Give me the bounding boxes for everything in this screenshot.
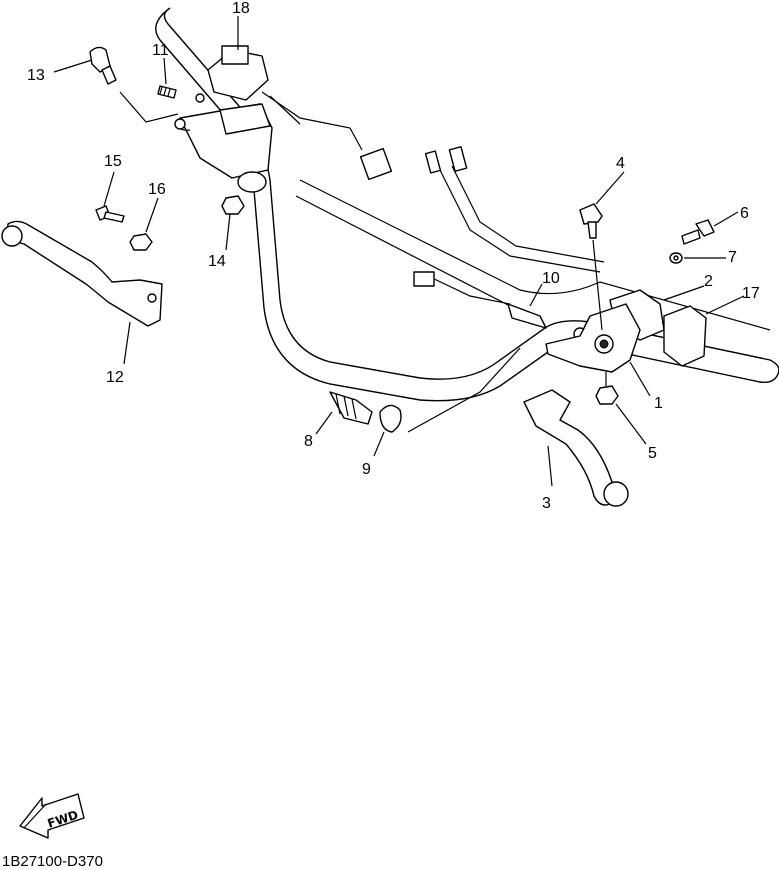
part-4-bolt	[579, 203, 603, 331]
callout-10: 10	[542, 270, 560, 287]
callout-3: 3	[542, 495, 551, 512]
part-13-bolt	[89, 46, 179, 123]
callout-2: 2	[704, 273, 713, 290]
part-15-bolt	[95, 205, 125, 223]
part-6-bolt	[681, 219, 715, 245]
callout-12: 12	[106, 369, 124, 386]
callout-17: 17	[742, 285, 760, 302]
part-18-switch	[207, 45, 393, 181]
part-3-lever	[523, 389, 629, 507]
callout-15: 15	[104, 153, 122, 170]
callout-1: 1	[654, 395, 663, 412]
callout-13: 13	[27, 67, 45, 84]
part-11-screw	[157, 85, 205, 103]
callout-7: 7	[728, 249, 737, 266]
part-7-washer	[669, 252, 683, 264]
diagram-code: 1B27100-D370	[2, 853, 103, 870]
callout-labels: 18 11 13 15 16 14 12 4 6 7 2 17 10 1 5 3…	[27, 0, 760, 512]
wiring-harness	[413, 146, 605, 305]
part-16-nut	[129, 233, 153, 251]
callout-11: 11	[152, 42, 169, 59]
leader-lines	[53, 16, 745, 487]
callout-18: 18	[232, 0, 250, 17]
part-5-nut	[595, 372, 619, 405]
left-clamp-assembly	[174, 103, 273, 193]
callout-16: 16	[148, 181, 166, 198]
callout-4: 4	[616, 155, 625, 172]
part-12-lever	[1, 220, 163, 327]
callout-5: 5	[648, 445, 657, 462]
part-1-perch	[545, 303, 641, 373]
fwd-arrow-icon: FWD	[19, 793, 85, 839]
callout-14: 14	[208, 253, 226, 270]
part-14-nut	[221, 195, 245, 215]
part-8-adjuster	[329, 391, 373, 425]
callout-9: 9	[362, 461, 371, 478]
part-17-switch-housing	[663, 305, 707, 367]
callout-6: 6	[740, 205, 749, 222]
callout-8: 8	[304, 433, 313, 450]
part-9-locknut	[379, 347, 521, 433]
